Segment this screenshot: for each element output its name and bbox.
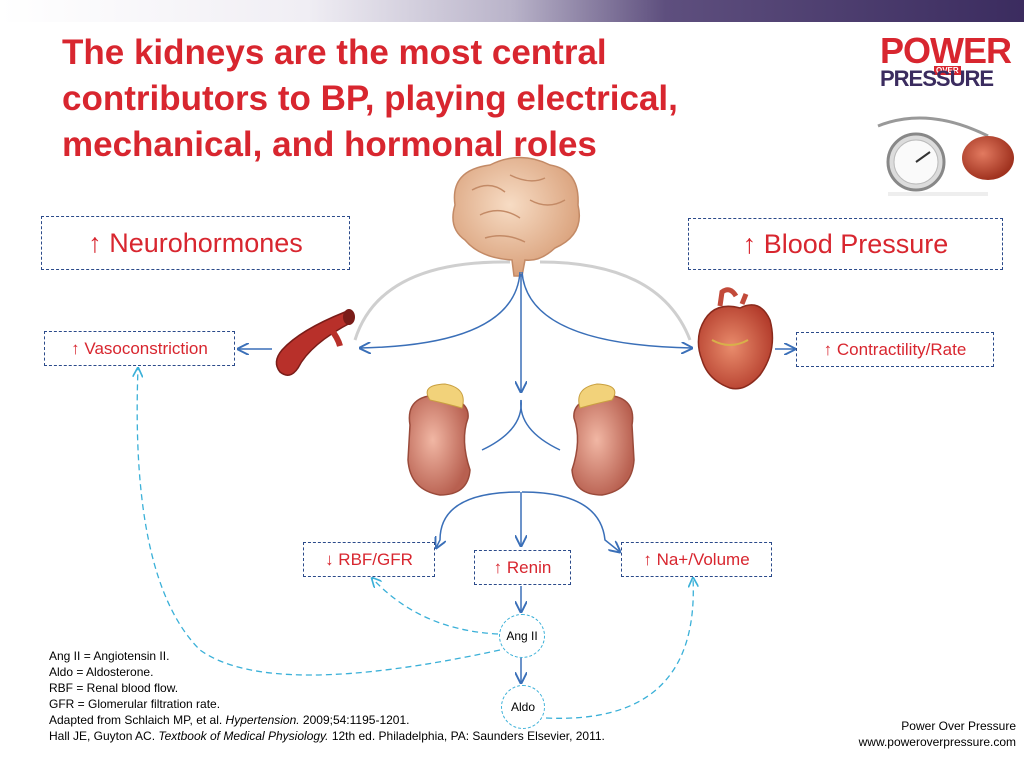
slide-title: The kidneys are the most central contrib…: [62, 33, 678, 164]
grey-arc-left: [353, 260, 511, 341]
grey-arc-right: [539, 260, 692, 341]
dashed-angii-to-rbf: [372, 578, 499, 635]
arrow-kidney-to-rbf: [436, 491, 521, 548]
brain-icon: [452, 156, 580, 277]
kidney-right-icon: [571, 383, 635, 496]
fork-right: [520, 399, 561, 451]
neurohormones-box: ↑ Neurohormones: [41, 216, 350, 270]
logo-over-text: OVER: [934, 66, 961, 75]
footnote-rbf: RBF = Renal blood flow.: [49, 681, 179, 695]
footnote-aldo: Aldo = Aldosterone.: [49, 665, 154, 679]
fork-left: [481, 399, 522, 451]
footnote-gfr: GFR = Glomerular filtration rate.: [49, 697, 221, 711]
contractility-rate-box: ↑ Contractility/Rate: [796, 332, 994, 367]
na-volume-box: ↑ Na+/Volume: [621, 542, 772, 577]
footnotes: Ang II = Angiotensin II. Aldo = Aldoster…: [49, 648, 605, 744]
dashed-aldo-to-na: [545, 578, 693, 719]
credit: Power Over Pressure www.poweroverpressur…: [859, 718, 1016, 750]
blood-pressure-gauge-icon: [877, 116, 1014, 196]
aldo-node: Aldo: [501, 685, 545, 729]
logo-power-text: POWER: [880, 30, 1012, 71]
top-banner: [0, 0, 1024, 22]
logo-pressure-text: PRESSURE: [880, 66, 994, 91]
footnote-reference-2: Hall JE, Guyton AC. Textbook of Medical …: [49, 729, 605, 743]
renin-box: ↑ Renin: [474, 550, 571, 585]
credit-name: Power Over Pressure: [901, 719, 1016, 733]
arrow-kidney-to-na: [521, 491, 620, 552]
kidney-left-icon: [407, 383, 471, 496]
arrow-brain-to-heart: [521, 271, 692, 348]
credit-url: www.poweroverpressure.com: [858, 735, 1016, 749]
vasoconstriction-box: ↑ Vasoconstriction: [44, 331, 235, 366]
footnote-ang-ii: Ang II = Angiotensin II.: [49, 649, 170, 663]
arrow-brain-to-artery: [360, 271, 521, 348]
blood-pressure-box: ↑ Blood Pressure: [688, 218, 1003, 270]
artery-icon: [275, 309, 355, 376]
rbf-gfr-box: ↓ RBF/GFR: [303, 542, 435, 577]
footnote-reference-1: Adapted from Schlaich MP, et al. Hyperte…: [49, 713, 410, 727]
heart-icon: [697, 287, 774, 390]
ang-ii-node: Ang II: [499, 614, 545, 658]
dashed-angii-to-vasoconstriction: [137, 368, 501, 676]
